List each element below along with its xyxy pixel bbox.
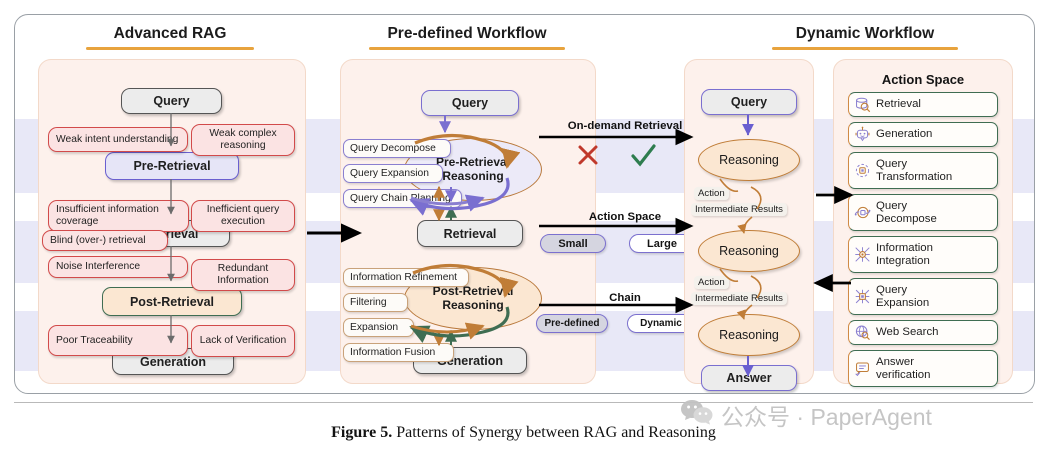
wechat-icon <box>680 399 714 431</box>
database-search-icon <box>854 96 871 113</box>
node-query[interactable]: Query <box>701 89 797 115</box>
decompose-icon <box>854 204 871 221</box>
title-underline <box>369 47 565 50</box>
node-query[interactable]: Query <box>121 88 222 114</box>
issue-pill: Blind (over-) retrieval <box>42 230 168 251</box>
title-underline <box>86 47 254 50</box>
column-title-text: Advanced RAG <box>113 25 227 42</box>
chip-pre-action[interactable]: Query Chain Planning <box>343 189 462 208</box>
node-retrieval[interactable]: Retrieval <box>417 220 523 247</box>
relation-title-action-space: Action Space <box>588 211 662 223</box>
issue-pill: Lack of Verification <box>191 325 295 357</box>
issue-pill: Poor Traceability <box>48 325 188 356</box>
label-intermediate-results: Intermediate Results <box>691 203 787 216</box>
action-item-label: Generation <box>876 128 933 141</box>
robot-icon <box>854 126 871 143</box>
relation-chip-pre-defined[interactable]: Pre-defined <box>536 314 608 333</box>
transform-icon <box>854 162 871 179</box>
action-item-retrieval[interactable]: Retrieval <box>848 92 998 117</box>
action-item-web-search[interactable]: Web Search <box>848 320 998 345</box>
column-title-predefined-workflow: Pre-defined Workflow <box>337 25 597 50</box>
relation-chip-dynamic[interactable]: Dynamic <box>627 314 695 333</box>
expansion-icon <box>854 288 871 305</box>
chip-post-action[interactable]: Expansion <box>343 318 414 337</box>
node-post-retrieval[interactable]: Post-Retrieval <box>102 287 242 316</box>
action-item-label: Web Search <box>876 326 939 339</box>
node-query[interactable]: Query <box>421 90 519 116</box>
chip-post-action[interactable]: Information Fusion <box>343 343 454 362</box>
verify-chat-icon <box>854 360 871 377</box>
issue-pill: Weak intent understanding <box>48 127 188 152</box>
relation-title-on-demand-retrieval: On-demand Retrieval <box>567 120 683 132</box>
column-title-text: Dynamic Workflow <box>795 25 935 42</box>
watermark-text: 公众号 · PaperAgent <box>721 404 932 430</box>
issue-pill: Inefficient query execution <box>191 200 295 232</box>
column-title-advanced-rag: Advanced RAG <box>35 25 305 50</box>
action-space-title: Action Space <box>881 72 965 87</box>
panel-advanced-rag: Query Pre-Retrieval Retrieval Post-Retri… <box>38 59 306 384</box>
label-action: Action <box>694 187 729 200</box>
ellipse-reasoning-1[interactable]: Reasoning <box>698 139 800 181</box>
relation-title-chain: Chain <box>609 292 641 304</box>
watermark: 公众号 · PaperAgent <box>680 398 932 432</box>
globe-search-icon <box>854 324 871 341</box>
action-item-generation[interactable]: Generation <box>848 122 998 147</box>
issue-pill: Redundant Information <box>191 259 295 291</box>
issue-pill: Weak complex reasoning <box>191 124 295 156</box>
issue-pill: Insufficient information coverage <box>48 200 189 232</box>
chip-post-action[interactable]: Filtering <box>343 293 408 312</box>
chip-pre-action[interactable]: Query Decompose <box>343 139 451 158</box>
caption-divider <box>14 402 1033 403</box>
relation-chip-large[interactable]: Large <box>629 234 695 253</box>
figure-canvas: Advanced RAG Pre-defined Workflow Dynami… <box>14 14 1035 394</box>
caption-text: Patterns of Synergy between RAG and Reas… <box>392 424 716 441</box>
node-answer[interactable]: Answer <box>701 365 797 391</box>
label-intermediate-results: Intermediate Results <box>691 292 787 305</box>
chip-post-action[interactable]: Information Refinement <box>343 268 469 287</box>
ellipse-reasoning-3[interactable]: Reasoning <box>698 314 800 356</box>
issue-pill: Noise Interference <box>48 256 188 278</box>
relation-chip-small[interactable]: Small <box>540 234 606 253</box>
title-underline <box>772 47 958 50</box>
label-action: Action <box>694 276 729 289</box>
node-pre-retrieval[interactable]: Pre-Retrieval <box>105 152 239 180</box>
column-title-text: Pre-defined Workflow <box>387 25 547 42</box>
figure-caption: Figure 5. Patterns of Synergy between RA… <box>0 424 1047 442</box>
column-title-dynamic-workflow: Dynamic Workflow <box>715 25 1015 50</box>
action-item-label: Retrieval <box>876 98 921 111</box>
ellipse-reasoning-2[interactable]: Reasoning <box>698 230 800 272</box>
integration-icon <box>854 246 871 263</box>
chip-pre-action[interactable]: Query Expansion <box>343 164 443 183</box>
caption-prefix: Figure 5. <box>331 424 393 441</box>
panel-dynamic-workflow: Query Reasoning Reasoning Reasoning Acti… <box>684 59 814 391</box>
